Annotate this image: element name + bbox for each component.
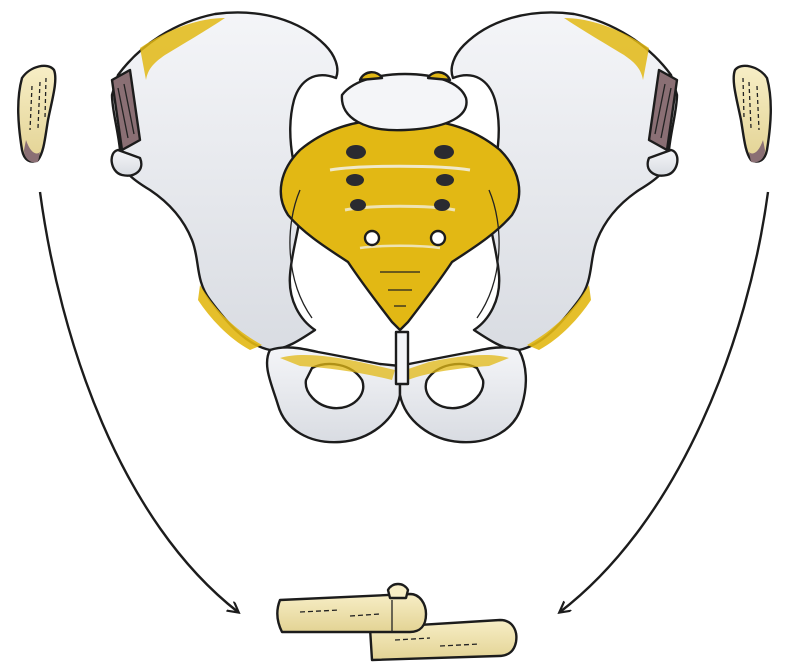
sacral-foramen: [436, 174, 454, 186]
sacral-foramen: [350, 199, 366, 211]
left-ischium: [267, 347, 400, 442]
right-graft-fragment: [734, 66, 771, 163]
sacral-foramen: [434, 145, 454, 159]
sacral-foramen: [346, 174, 364, 186]
sacral-foramen: [346, 145, 366, 159]
sacral-foramen: [365, 231, 379, 245]
left-graft-fragment: [18, 66, 55, 163]
sacral-foramen: [431, 231, 445, 245]
sacrum: [281, 72, 519, 330]
right-ischium: [400, 347, 526, 442]
sacral-foramen: [434, 199, 450, 211]
pubic-symphysis: [396, 332, 408, 384]
stacked-graft-assembly: [277, 584, 516, 660]
